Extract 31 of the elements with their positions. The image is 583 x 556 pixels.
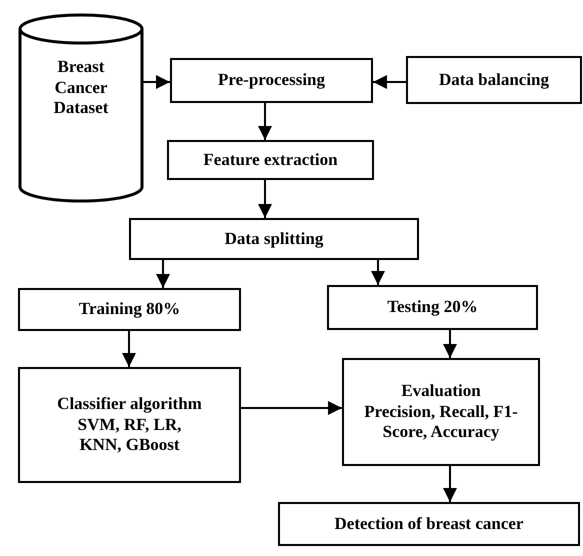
node-label: Training 80%: [78, 299, 180, 320]
node-label: Data splitting: [224, 228, 324, 250]
arrow: [122, 331, 136, 367]
process-box: [18, 288, 241, 331]
process-box: [18, 367, 241, 483]
node-label: Evaluation: [401, 381, 481, 402]
process-box: [170, 58, 373, 103]
process-box: [342, 358, 540, 466]
node-label: Testing 20%: [387, 297, 478, 318]
arrow: [143, 75, 170, 89]
node-label: Precision, Recall, F1-Score, Accuracy: [363, 402, 519, 443]
node-label: Breast Cancer Dataset: [52, 57, 110, 119]
arrow: [443, 330, 457, 358]
arrow: [258, 180, 272, 218]
process-box: [129, 218, 419, 260]
arrow: [241, 401, 342, 415]
process-box: [327, 285, 538, 330]
process-box: [167, 140, 374, 180]
arrow: [443, 466, 457, 502]
process-box: [406, 56, 582, 104]
arrow: [373, 75, 406, 89]
node-label: Detection of breast cancer: [334, 514, 524, 534]
node-label: Data balancing: [438, 70, 550, 90]
node-label: Feature extraction: [203, 150, 338, 170]
node-label: Classifier algorithm: [57, 394, 202, 415]
node-label: Pre-processing: [218, 70, 326, 91]
arrow: [371, 260, 385, 285]
arrow: [258, 103, 272, 140]
arrow: [156, 260, 170, 288]
node-label: SVM, RF, LR, KNN, GBoost: [76, 414, 182, 456]
process-box: [278, 502, 580, 546]
